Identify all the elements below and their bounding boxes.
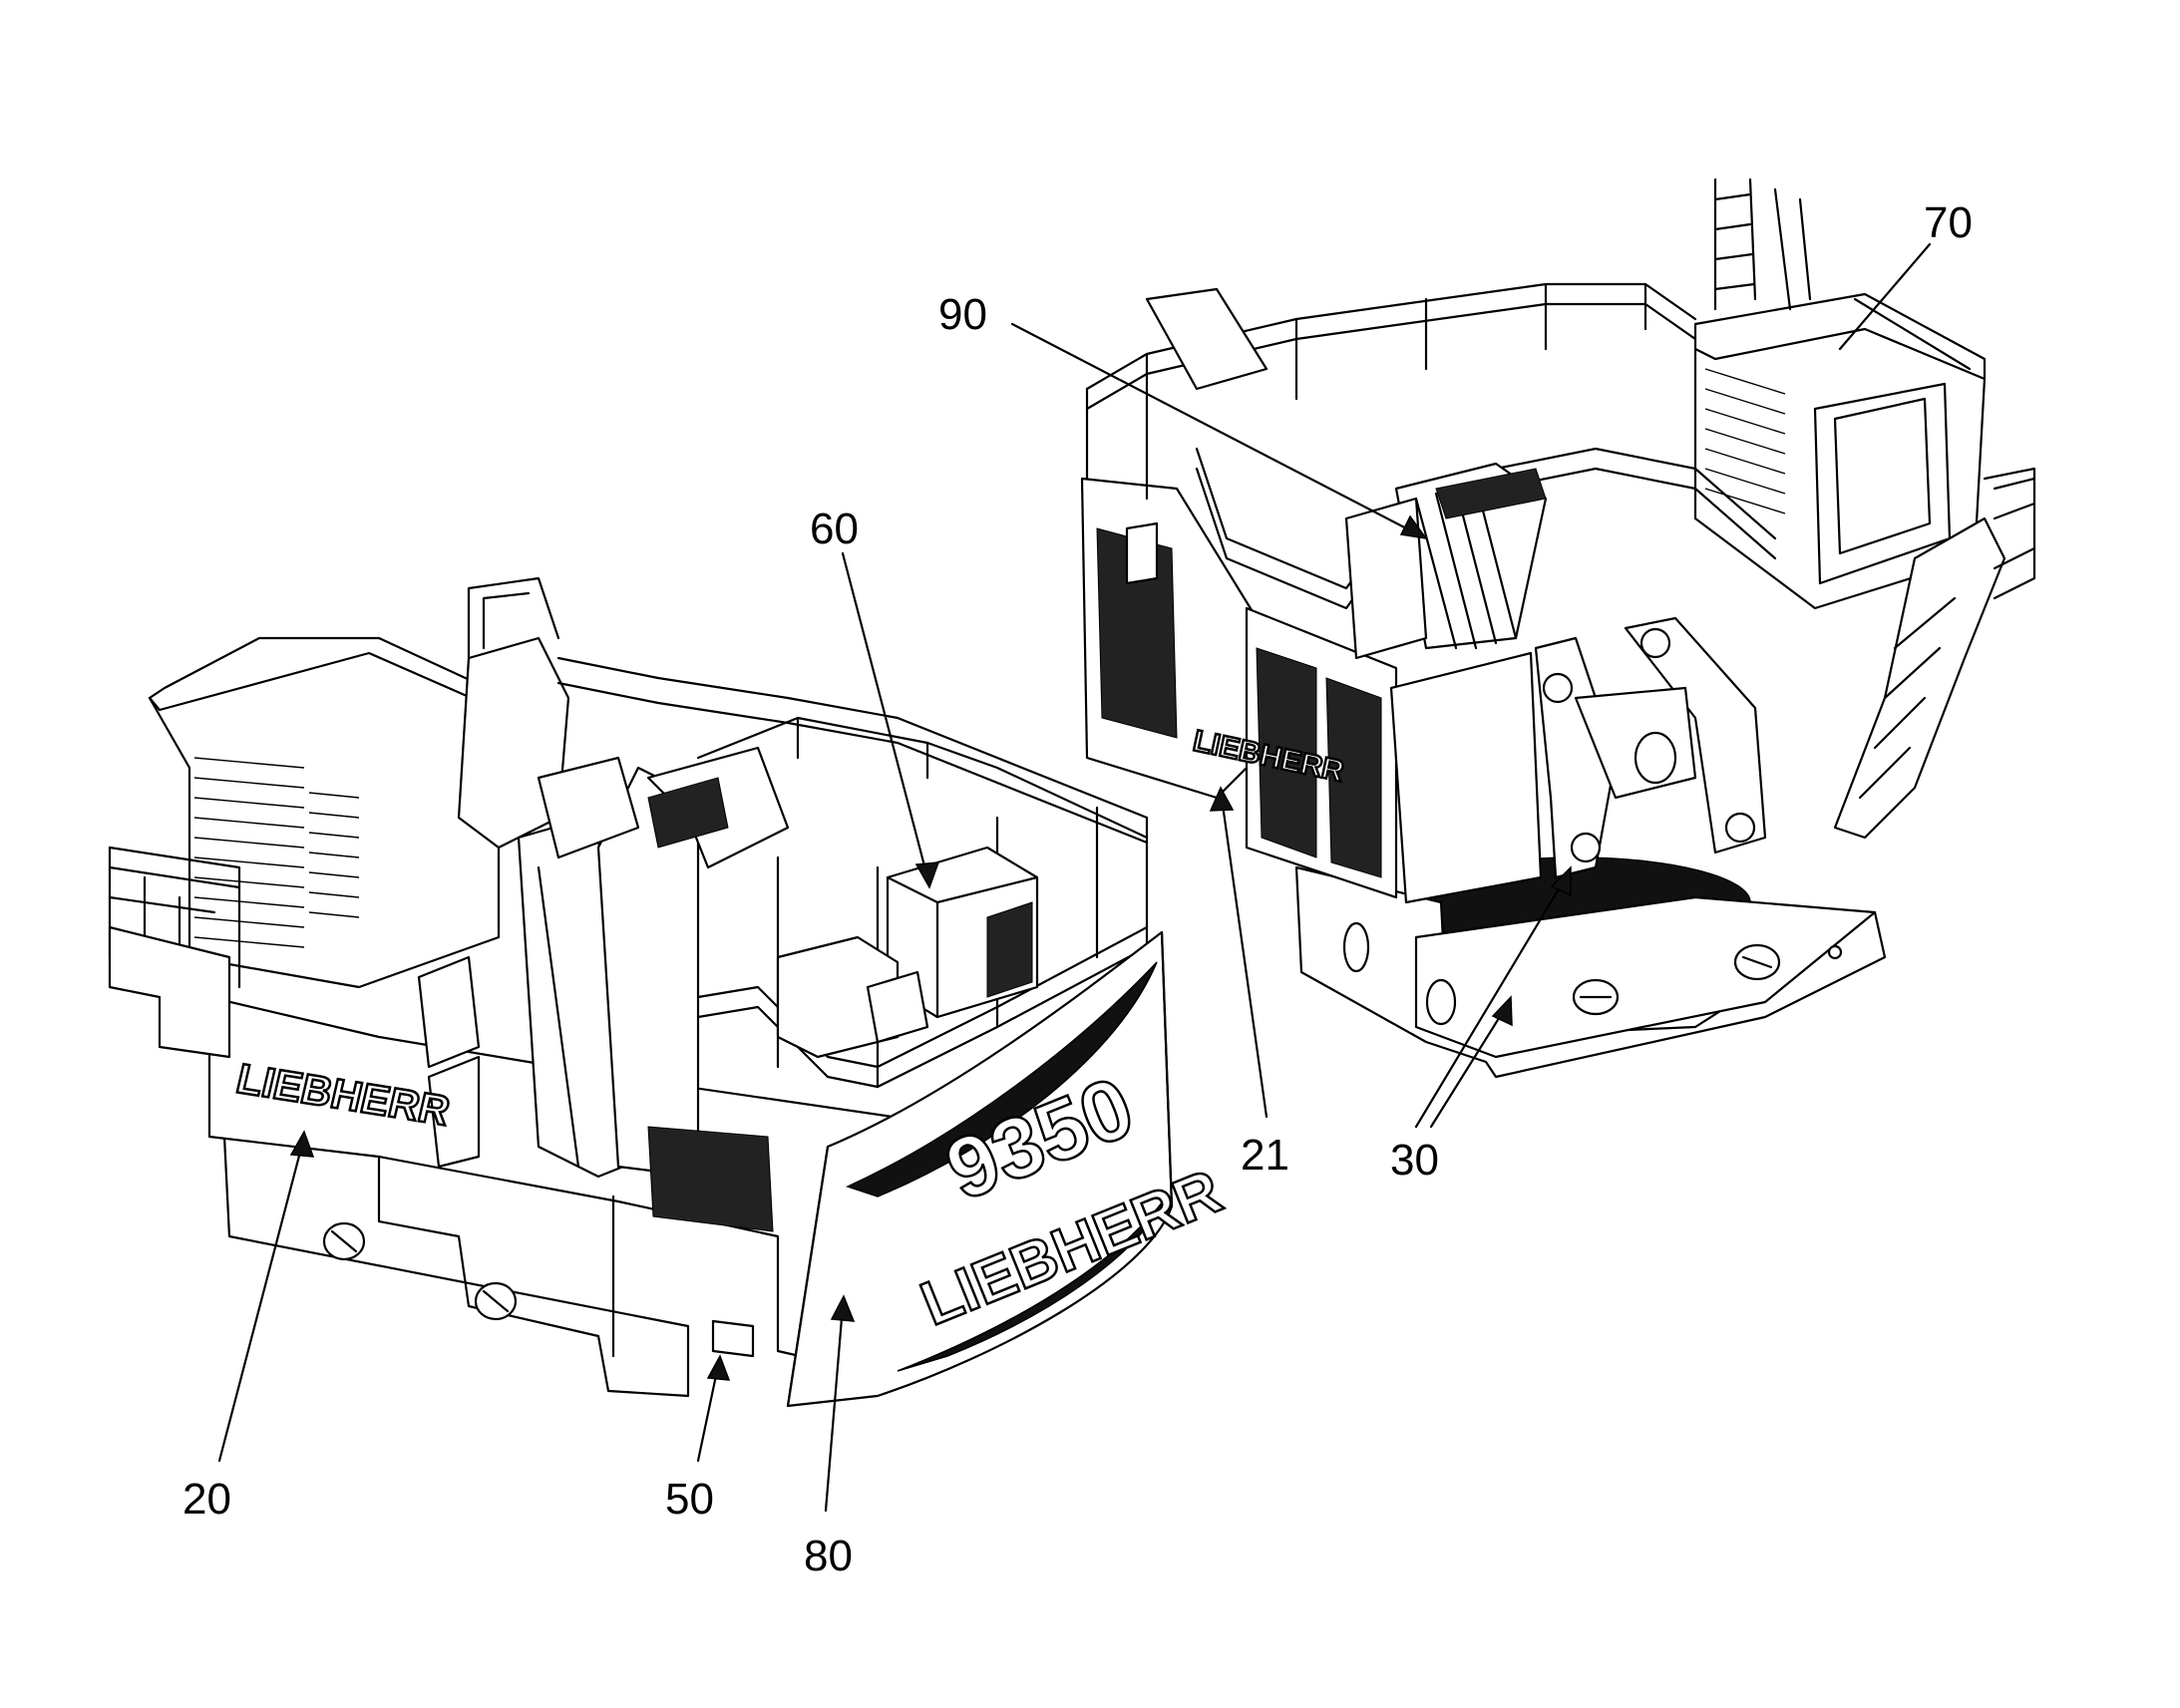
ref-numeral-30: 30 [1390,1136,1439,1185]
ref-numeral-90: 90 [938,290,987,339]
leader-80 [824,1304,845,1513]
ref-numeral-50: 50 [665,1475,714,1524]
left-top-railing [467,576,1149,1089]
right-front-door [1389,651,1543,904]
right-cable-bundle [1344,462,1548,660]
right-side-stairs [1833,516,2006,840]
left-power-unit [776,846,1039,1059]
left-side-railing [108,846,241,1059]
leader-lines [217,242,1932,1513]
leader-70 [1838,242,1932,351]
ref-numeral-21: 21 [1241,1131,1289,1180]
leader-60 [841,551,929,879]
left-excavator-drawing: LIEBHERR 9350 LIEBHERR [108,576,1232,1408]
ref-numeral-70: 70 [1924,198,1973,247]
left-rear-grille [647,1126,774,1232]
right-cab-ladder [1713,177,1812,311]
right-boom-links [1534,616,1767,879]
reference-numerals: 20 50 80 60 21 30 90 70 [182,198,1973,1580]
left-central-machinery [417,636,790,1179]
leader-90 [1010,322,1418,535]
leader-20 [217,1135,306,1463]
ref-numeral-80: 80 [804,1532,853,1580]
left-radiator-louvres [193,757,360,948]
ref-numeral-60: 60 [810,505,859,553]
leader-50 [696,1364,720,1463]
left-counterweight [786,930,1174,1408]
leader-30a [1414,875,1568,1129]
right-excavator-drawing: LIEBHERR [1080,177,2036,1079]
left-base-frame [222,1135,690,1398]
ref-numeral-20: 20 [182,1475,231,1524]
leader-21 [1220,796,1269,1119]
leader-30b [1429,1005,1508,1129]
